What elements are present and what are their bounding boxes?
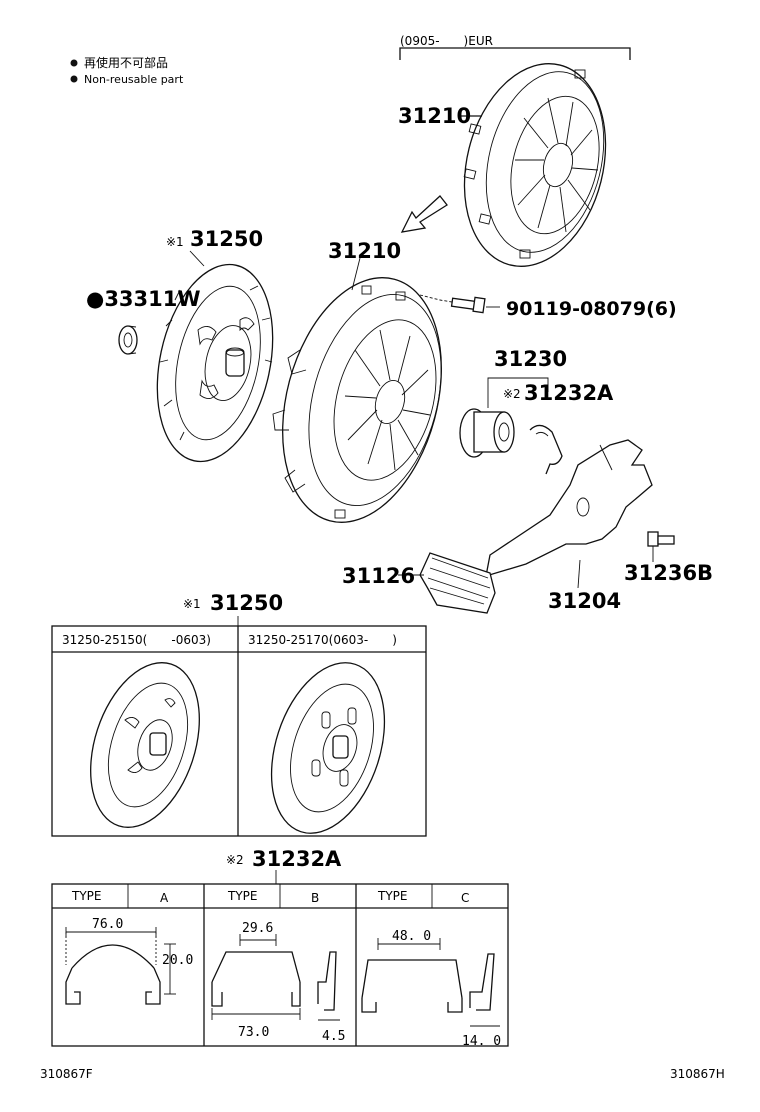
disc-table-title: 31250 [210,591,283,615]
disc-col2-label: 31250-25170(0603- ) [248,633,397,647]
clip-type-b: 29.6 73.0 4.5 [211,921,345,1044]
clutch-cover [272,277,442,523]
part-number-cover-eur: 31210 [398,104,471,128]
release-bearing [459,408,515,458]
disc-variants-table: ※1 31250 31250-25150( -0603) 31250-25170… [51,591,427,837]
bullet-icon [70,59,78,67]
applicability-bracket: (0905- )EUR [399,34,631,60]
bullet-icon [70,75,78,83]
part-number-bolt: 90119-08079(6) [506,298,677,320]
legend: 再使用不可部品 Non-reusable part [70,55,184,86]
dim-b-thick: 4.5 [322,1029,345,1044]
type-header-c: TYPE [377,889,407,903]
legend-en: Non-reusable part [84,73,184,86]
disc-col1-label: 31250-25150( -0603) [62,633,211,647]
disc-variant-2 [270,662,386,834]
part-number-boot: 31126 [342,564,415,588]
clip-type-c: 48. 0 14. 0 [361,929,501,1049]
applicability-label: (0905- )EUR [400,34,493,48]
pilot-bearing [118,325,138,355]
part-number-pivot: 31236B [624,561,713,585]
legend-jp: 再使用不可部品 [84,55,168,70]
part-number-cover: 31210 [328,239,401,263]
fork-boot [419,552,496,614]
part-number-fork: 31204 [548,589,621,613]
fork-pivot [647,531,675,562]
clip-mark: ※2 [503,387,521,401]
release-fork [485,439,653,577]
disc-table-mark: ※1 [183,597,201,611]
part-number-disc: 31250 [190,227,263,251]
disc-mark: ※1 [166,235,184,249]
clutch-cover-eur [463,63,607,267]
clip-table-mark: ※2 [226,853,244,867]
clutch-disc [156,263,274,463]
type-value-b: B [311,891,319,905]
dim-a-height: 20.0 [162,953,193,968]
dim-c-thick: 14. 0 [462,1034,501,1049]
disc-variant-1 [90,662,200,828]
type-header-a: TYPE [71,889,101,903]
part-number-clip: 31232A [524,381,614,405]
release-clip [529,424,563,475]
dim-b-width: 73.0 [238,1025,269,1040]
direction-arrow-icon [400,195,448,233]
clip-table-title: 31232A [252,847,342,871]
clip-types-table: ※2 31232A TYPE A TYPE B TYPE C 76.0 [51,847,509,1049]
type-value-c: C [461,891,469,905]
bolt [419,294,486,314]
dim-a-width: 76.0 [92,917,123,932]
clip-type-a: 76.0 20.0 [65,917,193,1005]
type-header-b: TYPE [227,889,257,903]
type-value-a: A [160,891,169,905]
part-number-bearing: ●33311W [86,287,201,311]
footer-left-code: 310867F [40,1067,93,1081]
footer-right-code: 310867H [670,1067,725,1081]
dim-c-top: 48. 0 [392,929,431,944]
part-number-release-assy: 31230 [494,347,567,371]
dim-b-top: 29.6 [242,921,273,936]
